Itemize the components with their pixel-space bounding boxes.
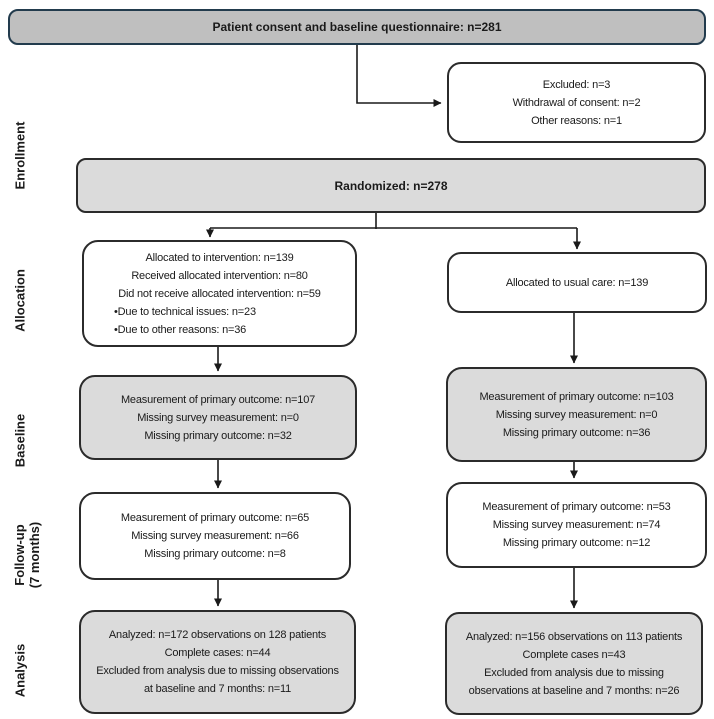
box-line: Excluded from analysis due to missing (484, 666, 664, 679)
box-line: Received allocated intervention: n=80 (131, 269, 308, 282)
stage-label-allocation: Allocation (13, 231, 28, 371)
box-line: Did not receive allocated intervention: … (118, 287, 321, 300)
stage-label-text: Follow-up (12, 524, 27, 586)
box-line: Measurement of primary outcome: n=65 (120, 512, 310, 524)
stage-label-text: Baseline (12, 413, 28, 468)
box-line: Withdrawal of consent: n=2 (512, 96, 641, 109)
box-line: Other reasons: n=1 (531, 114, 622, 127)
stage-label-analysis: Analysis (13, 601, 28, 719)
box-line: Complete cases n=43 (522, 648, 626, 661)
box-line: Allocated to intervention: n=139 (145, 251, 294, 264)
bullet-item: •Due to other reasons: n=36 (114, 323, 247, 336)
box-line: Missing primary outcome: n=8 (144, 548, 286, 560)
box-allocated-intervention: Allocated to intervention: n=139 Receive… (82, 240, 357, 347)
stage-label-text: Analysis (12, 643, 28, 698)
box-line: Missing survey measurement: n=74 (492, 519, 661, 531)
connector-consent-to-excluded (356, 45, 442, 107)
box-line: Complete cases: n=44 (164, 647, 271, 659)
box-randomized: Randomized: n=278 (76, 158, 706, 213)
box-followup-intervention: Measurement of primary outcome: n=65 Mis… (79, 492, 351, 580)
stage-label-text: Enrollment (12, 121, 28, 190)
box-line: Excluded: n=3 (542, 78, 611, 91)
box-line: Measurement of primary outcome: n=107 (120, 393, 316, 406)
stage-label-text: (7 months) (27, 521, 42, 589)
stage-label-enrollment: Enrollment (13, 86, 28, 226)
box-excluded: Excluded: n=3 Withdrawal of consent: n=2… (447, 62, 706, 143)
box-line: Measurement of primary outcome: n=53 (482, 501, 671, 513)
box-line: at baseline and 7 months: n=11 (144, 683, 291, 695)
box-line: Excluded from analysis due to missing ob… (96, 665, 339, 677)
bullet-item: •Due to technical issues: n=23 (114, 305, 256, 318)
box-followup-usual-care: Measurement of primary outcome: n=53 Mis… (446, 482, 707, 568)
box-line: Allocated to usual care: n=139 (505, 276, 649, 289)
box-analysis-intervention: Analyzed: n=172 observations on 128 pati… (79, 610, 356, 714)
box-line: Missing primary outcome: n=36 (502, 426, 651, 439)
box-baseline-intervention: Measurement of primary outcome: n=107 Mi… (79, 375, 357, 460)
box-line: Missing primary outcome: n=12 (502, 537, 651, 549)
box-analysis-usual-care: Analyzed: n=156 observations on 113 pati… (445, 612, 703, 715)
box-line: observations at baseline and 7 months: n… (468, 684, 680, 697)
box-line: Analyzed: n=172 observations on 128 pati… (108, 629, 327, 641)
box-line: Analyzed: n=156 observations on 113 pati… (465, 630, 683, 643)
box-title: Patient consent and baseline questionnai… (212, 20, 502, 34)
box-line: Measurement of primary outcome: n=103 (479, 390, 674, 403)
box-line: Missing primary outcome: n=32 (144, 429, 292, 442)
box-patient-consent: Patient consent and baseline questionnai… (8, 9, 706, 45)
box-line: Missing survey measurement: n=0 (495, 408, 658, 421)
box-line: Missing survey measurement: n=0 (137, 411, 299, 424)
box-baseline-usual-care: Measurement of primary outcome: n=103 Mi… (446, 367, 707, 462)
box-allocated-usual-care: Allocated to usual care: n=139 (447, 252, 707, 313)
box-title: Randomized: n=278 (334, 178, 448, 193)
box-line: Missing survey measurement: n=66 (131, 530, 299, 542)
bullet-list: •Due to technical issues: n=23 •Due to o… (114, 303, 256, 339)
stage-label-text: Allocation (12, 269, 28, 332)
